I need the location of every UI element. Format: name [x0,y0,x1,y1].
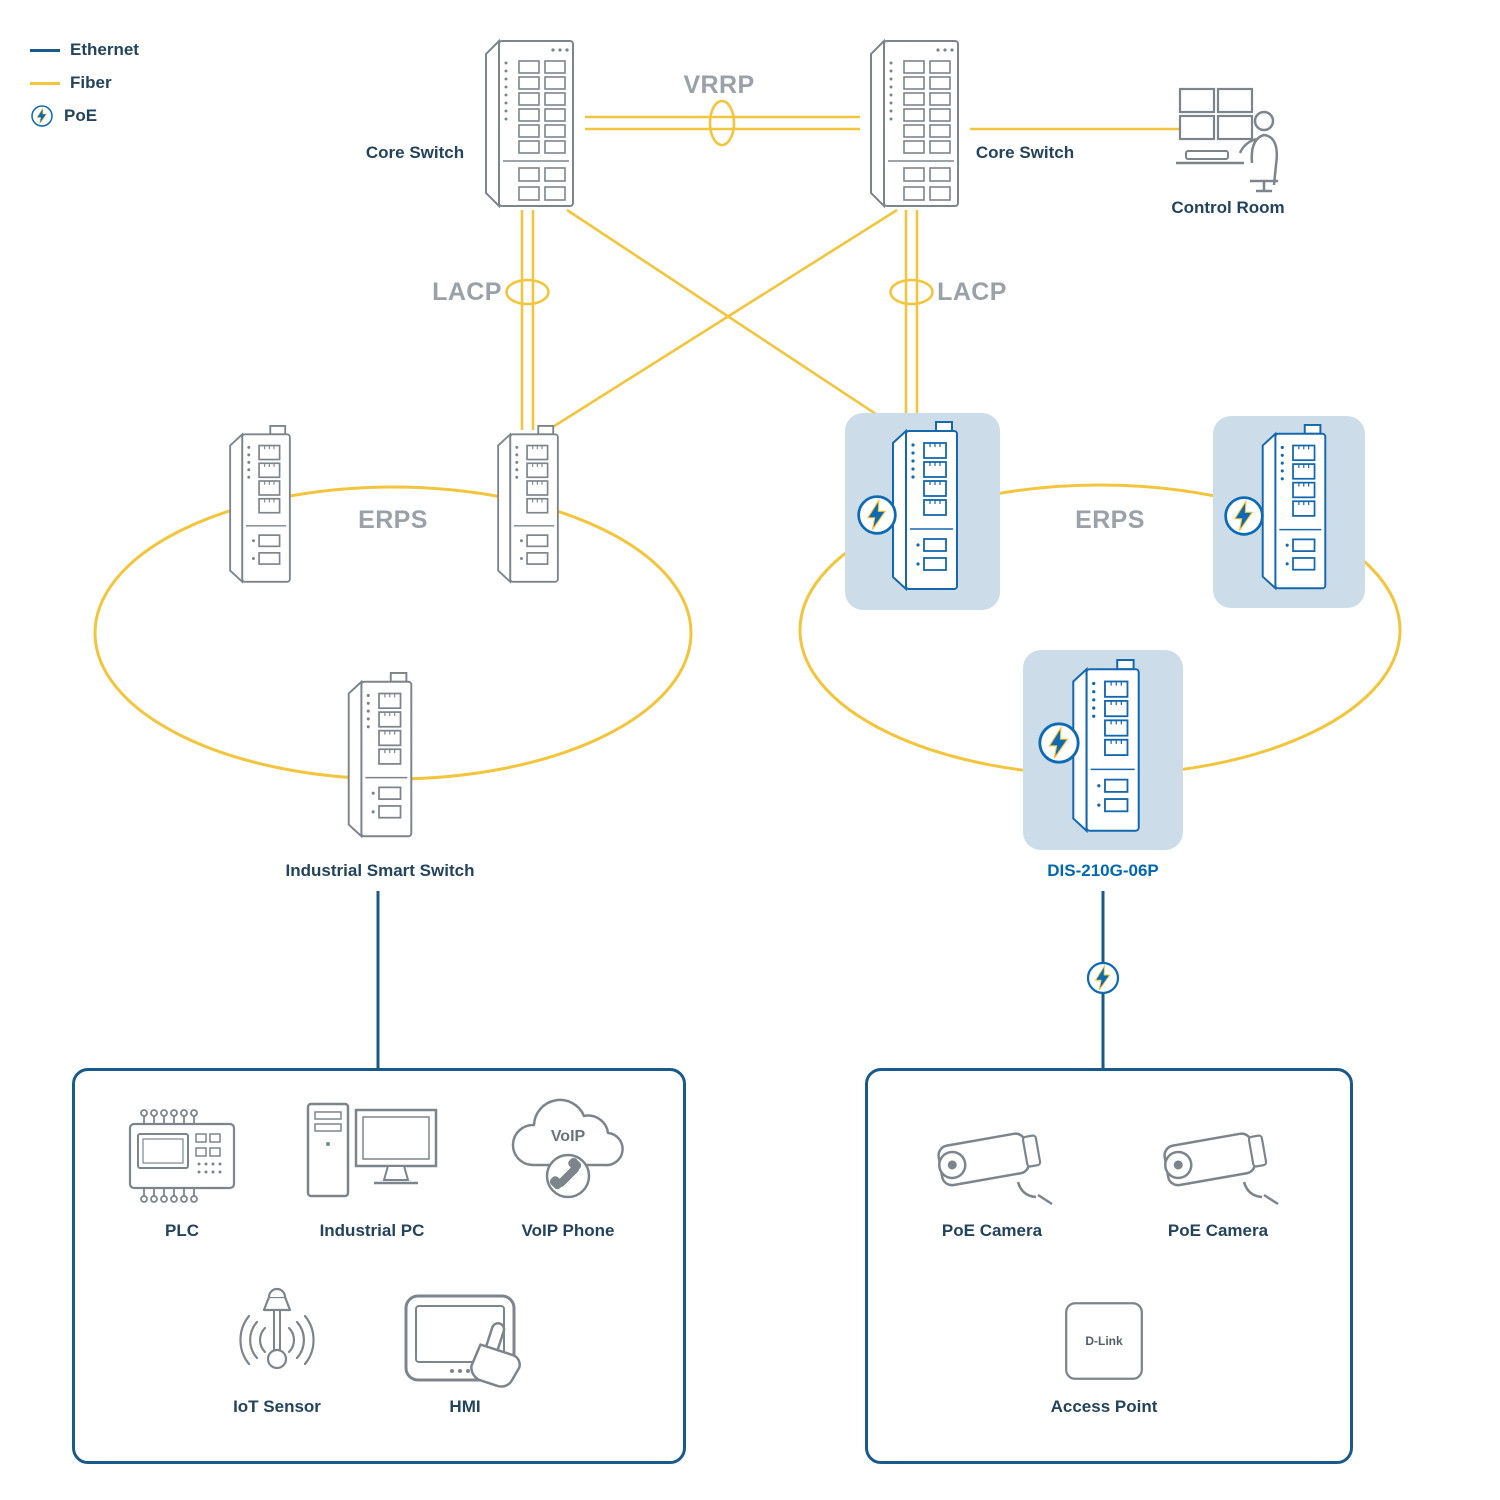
lacp-left-label: LACP [432,278,502,306]
industrial-switch-icon-1 [229,425,291,583]
hmi-label: HMI [449,1397,481,1416]
iot-sensor-label: IoT Sensor [233,1397,321,1416]
core-switch-left-label: Core Switch [365,143,465,162]
poe-camera-2-label: PoE Camera [1167,1221,1269,1240]
poe-camera-1-label: PoE Camera [941,1221,1043,1240]
voip-phone-label: VoIP Phone [521,1221,615,1240]
poe-devices-box [865,1068,1353,1464]
poe-switch-icon-2 [1261,424,1327,590]
legend-item-fiber: Fiber [30,71,139,95]
core-switch-left-icon [485,40,574,207]
poe-switch-icon-1 [892,421,958,590]
industrial-pc-icon [306,1102,438,1198]
dlink-logo-text: D-Link [1085,1334,1123,1348]
voip-phone-icon [511,1098,624,1199]
lacp-right-label: LACP [937,278,1007,306]
fiber-cross-line-right-to-left [547,208,898,432]
voip-cloud-text: VoIP [551,1128,586,1145]
ethernet-links [376,891,1105,1068]
plc-label: PLC [165,1221,199,1240]
poe-badge-icon-3 [1038,722,1080,764]
vrrp-label: VRRP [683,71,755,99]
hmi-icon [404,1294,532,1393]
legend-fiber-label: Fiber [70,73,112,92]
poe-icon [31,105,53,127]
industrial-smart-switch-label: Industrial Smart Switch [285,861,475,880]
fiber-line-swatch [30,81,60,85]
poe-badge-icon-2 [1224,496,1264,536]
control-room-icon [1174,87,1280,193]
access-point-label: Access Point [1050,1397,1158,1416]
industrial-switch-icon-2 [497,425,559,583]
legend-item-ethernet: Ethernet [30,38,139,62]
ethernet-line-swatch [30,48,60,52]
legend: Ethernet Fiber PoE [30,38,139,128]
industrial-pc-label: Industrial PC [319,1221,425,1240]
iot-sensor-icon [239,1287,315,1370]
lacp-left-bundle-oval [505,278,550,306]
plc-icon [128,1108,236,1204]
erps-right-label: ERPS [1075,506,1145,534]
legend-poe-label: PoE [64,106,98,125]
vrrp-bundle-oval [708,99,736,147]
legend-ethernet-label: Ethernet [70,40,139,59]
core-switch-right-icon [870,40,959,207]
industrial-switch-icon-3 [347,672,413,838]
poe-badge-downlink-icon [1086,961,1120,995]
dis-210g-06p-label: DIS-210G-06P [1047,861,1159,880]
erps-left-label: ERPS [358,506,428,534]
lacp-right-bundle-oval [889,278,934,306]
poe-badge-icon-1 [857,495,897,535]
control-room-label: Control Room [1171,198,1285,217]
fiber-cross-line-left-to-right [566,208,898,430]
legend-item-poe: PoE [30,104,139,128]
poe-switch-icon-3 [1072,659,1140,832]
poe-camera-icon-1 [934,1128,1054,1206]
fiber-links [505,99,1183,432]
poe-camera-icon-2 [1160,1128,1280,1206]
core-switch-right-label: Core Switch [975,143,1075,162]
